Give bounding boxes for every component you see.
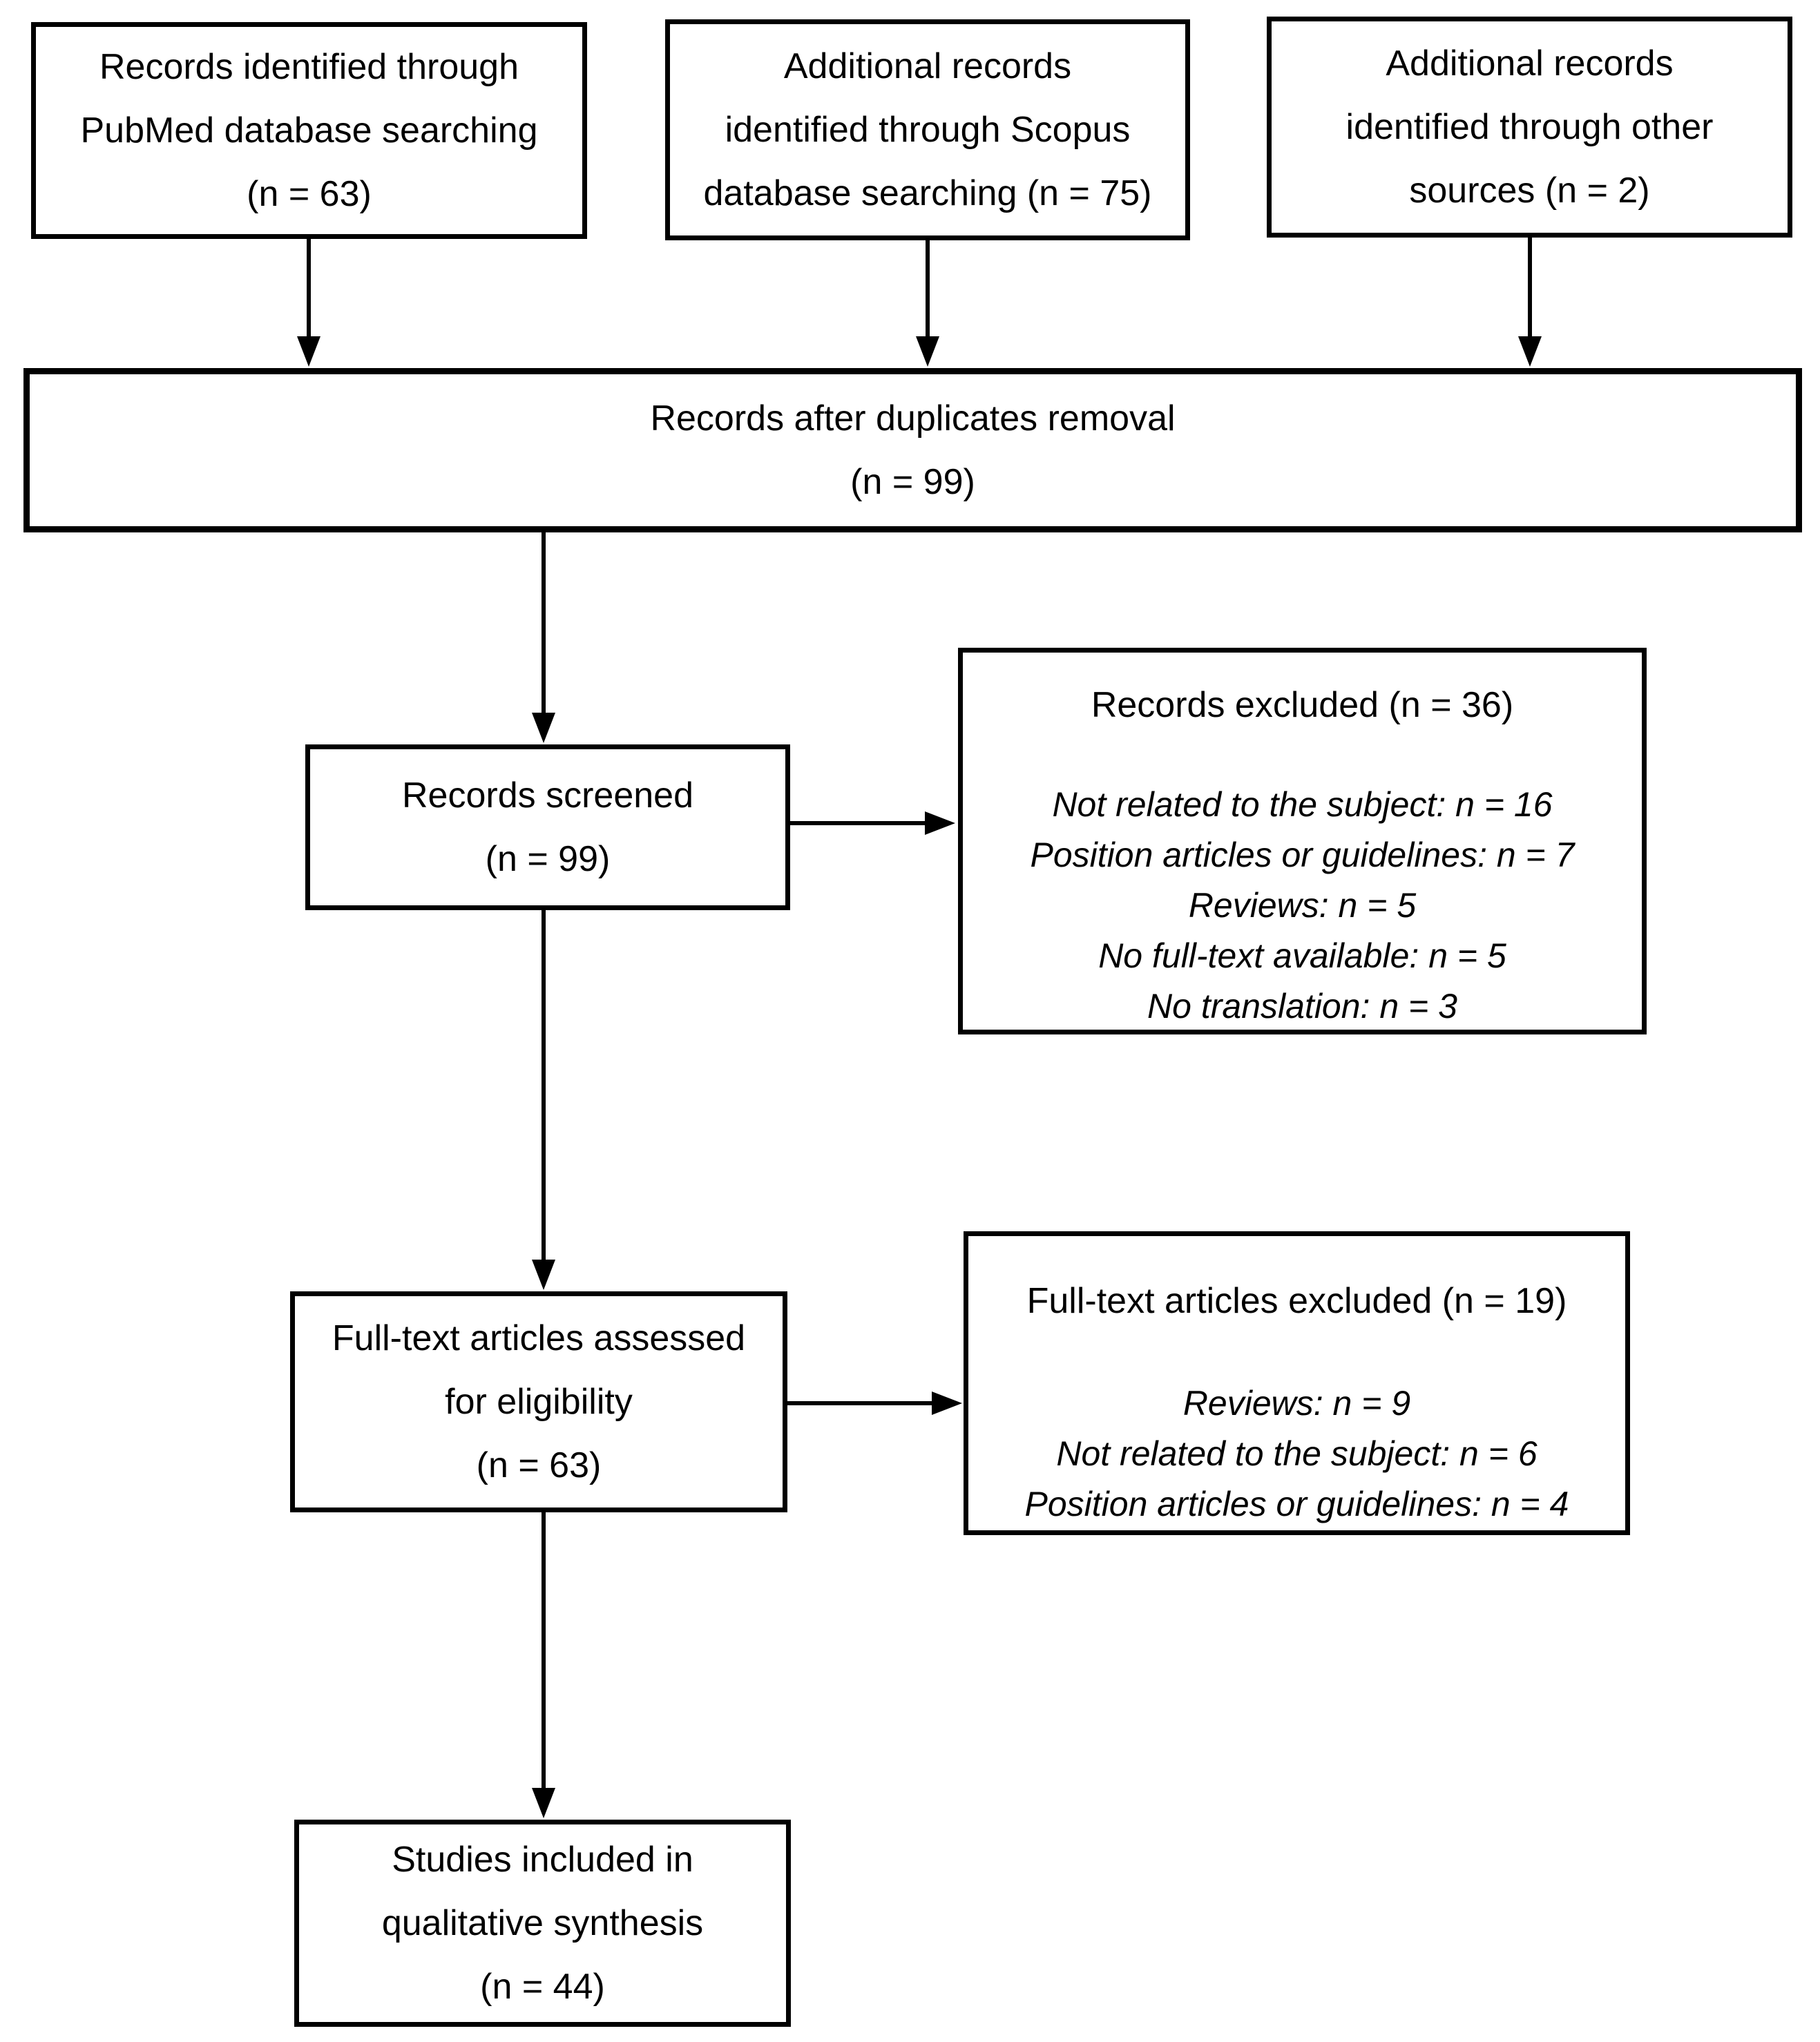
- box-text-line: (n = 44): [480, 1967, 605, 2007]
- box-text-line: identified through other: [1345, 107, 1714, 147]
- arrow-duplicates-to-screened: [532, 532, 555, 743]
- box-text-line: (n = 99): [850, 462, 975, 502]
- arrow-pubmed-to-duplicates: [297, 239, 320, 367]
- box-records-screened: Records screened (n = 99): [305, 744, 790, 910]
- box-fulltext-assessed: Full-text articles assessed for eligibil…: [290, 1291, 787, 1512]
- box-text-line: Additional records: [1386, 44, 1674, 84]
- excluded-reason-line: No translation: n = 3: [1147, 987, 1457, 1025]
- box-text-line: PubMed database searching: [80, 110, 538, 151]
- arrowhead-down-icon: [532, 713, 555, 743]
- box-text-line: sources (n = 2): [1409, 171, 1650, 211]
- box-text-line: for eligibility: [445, 1382, 633, 1422]
- excluded-reasons-list: Not related to the subject: n = 16 Posit…: [1031, 780, 1575, 1032]
- excluded-reason-line: Reviews: n = 9: [1182, 1384, 1411, 1423]
- box-text-line: qualitative synthesis: [381, 1903, 704, 1943]
- box-text-line: Records identified through: [99, 47, 519, 87]
- arrow-scopus-to-duplicates: [916, 240, 939, 367]
- box-additional-records-scopus: Additional records identified through Sc…: [665, 19, 1190, 240]
- excluded-heading: Full-text articles excluded (n = 19): [1026, 1281, 1567, 1321]
- box-text-line: Studies included in: [392, 1840, 693, 1880]
- excluded-reason-line: Reviews: n = 5: [1188, 886, 1417, 925]
- box-text-line: Records after duplicates removal: [650, 398, 1176, 439]
- arrow-other-sources-to-duplicates: [1518, 238, 1542, 367]
- excluded-reason-line: Position articles or guidelines: n = 7: [1030, 836, 1575, 874]
- arrowhead-down-icon: [532, 1788, 555, 1818]
- arrow-fulltext-to-fulltext-excluded: [787, 1391, 962, 1415]
- excluded-reason-line: Not related to the subject: n = 6: [1056, 1434, 1538, 1473]
- excluded-heading: Records excluded (n = 36): [1091, 685, 1514, 725]
- box-text-line: Additional records: [783, 46, 1072, 86]
- box-text-line: Full-text articles assessed: [332, 1318, 746, 1358]
- arrow-screened-to-fulltext: [532, 910, 555, 1290]
- excluded-reason-line: Not related to the subject: n = 16: [1052, 785, 1553, 824]
- arrowhead-right-icon: [932, 1391, 962, 1415]
- arrowhead-right-icon: [925, 811, 955, 835]
- box-records-excluded: Records excluded (n = 36) Not related to…: [958, 648, 1647, 1034]
- arrowhead-down-icon: [297, 336, 320, 367]
- excluded-reason-line: Position articles or guidelines: n = 4: [1024, 1485, 1569, 1523]
- box-fulltext-excluded: Full-text articles excluded (n = 19) Rev…: [964, 1231, 1630, 1535]
- excluded-reasons-list: Reviews: n = 9 Not related to the subjec…: [1025, 1378, 1569, 1530]
- box-records-identified-pubmed: Records identified through PubMed databa…: [31, 22, 587, 239]
- excluded-reason-line: No full-text available: n = 5: [1098, 936, 1506, 975]
- arrowhead-down-icon: [532, 1260, 555, 1290]
- arrowhead-down-icon: [916, 336, 939, 367]
- arrow-fulltext-to-included: [532, 1512, 555, 1818]
- box-records-after-duplicates-removal: Records after duplicates removal (n = 99…: [23, 368, 1802, 532]
- box-studies-included: Studies included in qualitative synthesi…: [294, 1820, 791, 2027]
- box-text-line: database searching (n = 75): [703, 173, 1152, 213]
- box-text-line: identified through Scopus: [725, 110, 1131, 150]
- box-text-line: Records screened: [402, 776, 693, 816]
- box-text-line: (n = 63): [247, 174, 372, 214]
- arrowhead-down-icon: [1518, 336, 1542, 367]
- arrow-screened-to-records-excluded: [790, 811, 955, 835]
- box-additional-records-other-sources: Additional records identified through ot…: [1267, 17, 1792, 238]
- box-text-line: (n = 99): [485, 839, 611, 879]
- box-text-line: (n = 63): [476, 1445, 602, 1485]
